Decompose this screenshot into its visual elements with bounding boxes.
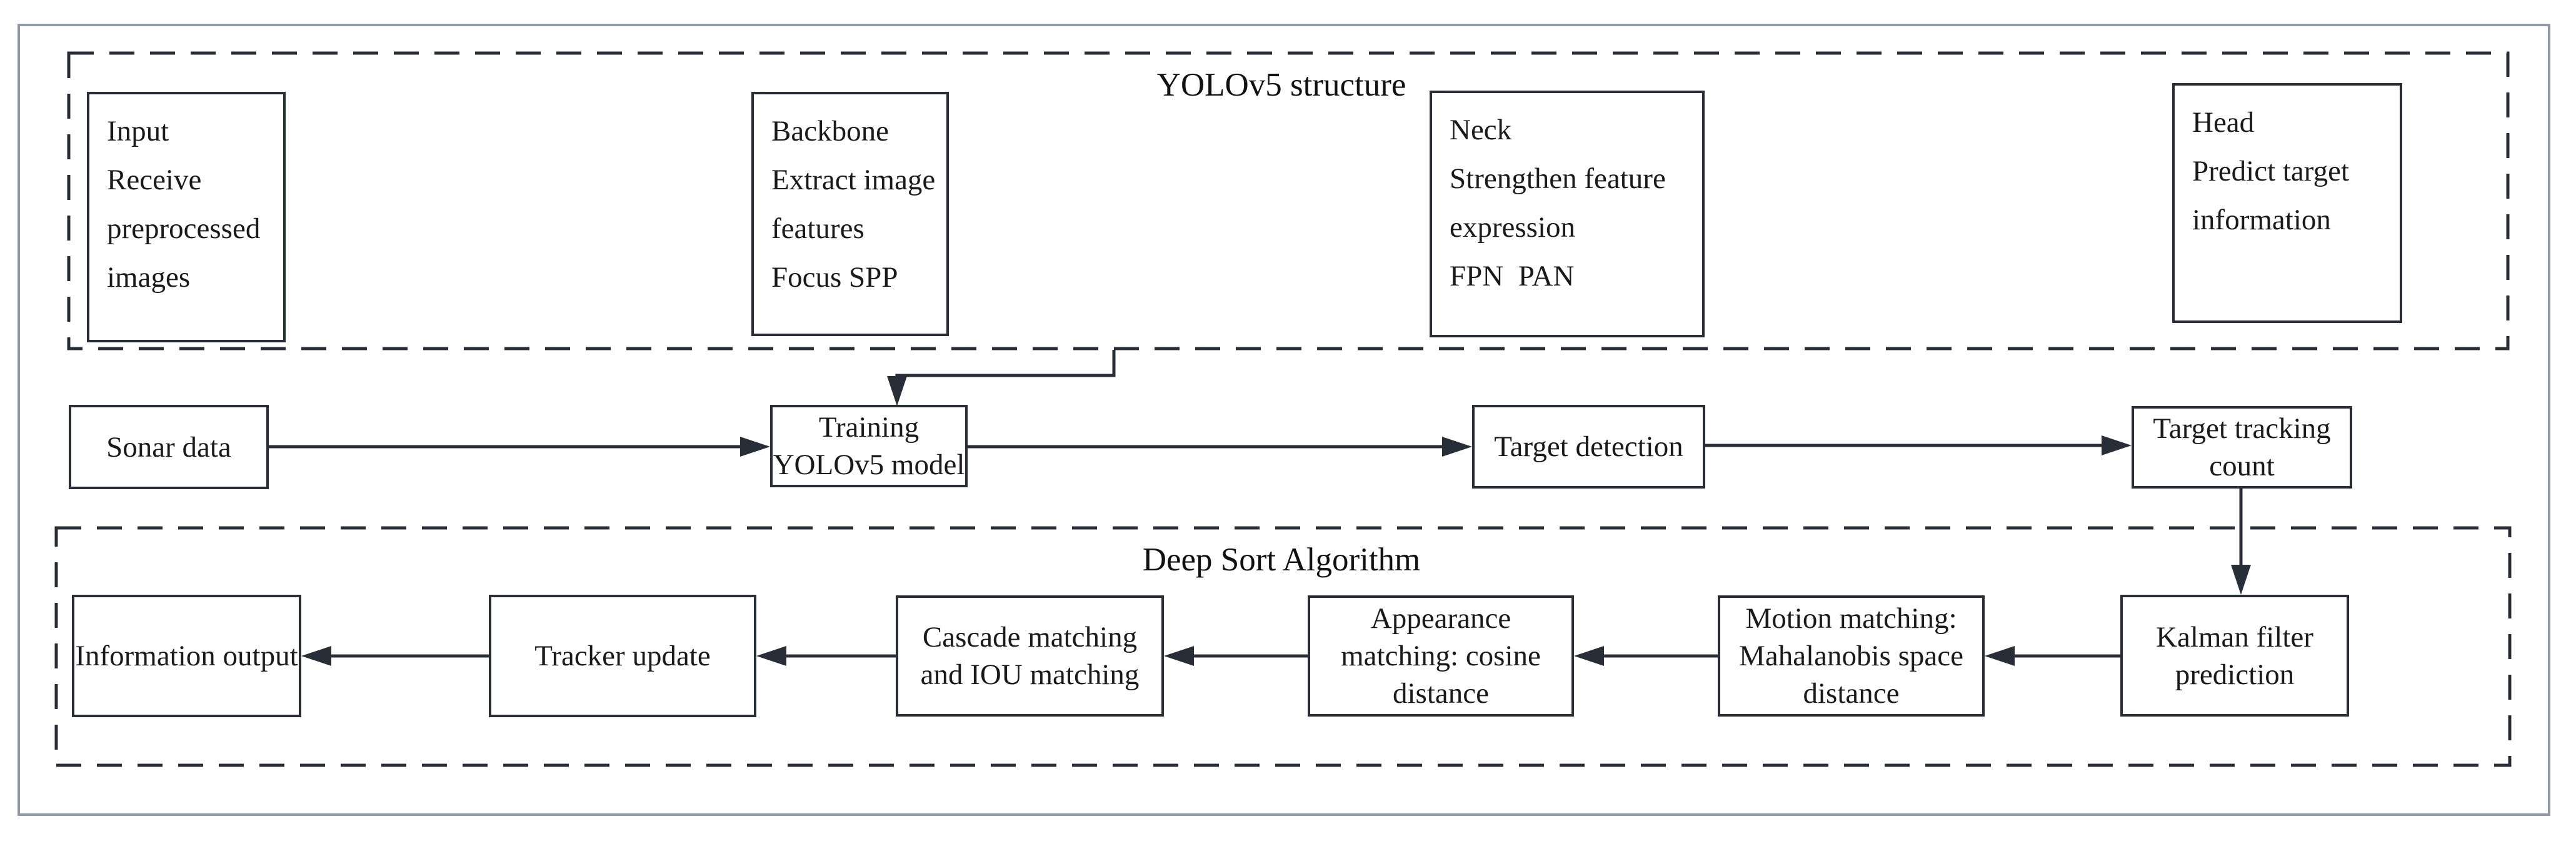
figure-outer-border: [18, 24, 2550, 816]
arrow-motion-to-appearance: [1574, 646, 1718, 666]
node-head: Head Predict target information: [2172, 83, 2402, 323]
deepsort-dashed-border: [54, 526, 2512, 767]
node-training-yolov5-model: Training YOLOv5 model: [770, 405, 968, 487]
arrow-appearance-to-cascade: [1164, 646, 1308, 666]
node-backbone: Backbone Extract image features Focus SP…: [751, 92, 949, 336]
arrow-kalman-to-motion: [1985, 646, 2120, 666]
arrow-structure-to-training: [887, 350, 1116, 406]
arrow-detection-to-tracking: [1705, 435, 2132, 455]
arrow-training-to-detection: [968, 437, 1472, 457]
node-input: Input Receive preprocessed images: [87, 92, 286, 342]
arrow-tracker-to-output: [301, 646, 489, 666]
arrow-tracking-to-kalman: [2231, 489, 2251, 595]
arrow-cascade-to-tracker: [756, 646, 896, 666]
node-tracker-update: Tracker update: [489, 595, 756, 717]
node-motion-matching: Motion matching: Mahalanobis space dista…: [1718, 595, 1985, 717]
node-cascade-iou-matching: Cascade matching and IOU matching: [896, 595, 1164, 717]
node-target-detection: Target detection: [1472, 405, 1705, 489]
node-sonar-data: Sonar data: [69, 405, 269, 489]
yolo-structure-title: YOLOv5 structure: [1156, 67, 1406, 103]
node-information-output: Information output: [72, 595, 301, 717]
arrow-sonar-to-training: [269, 437, 770, 457]
node-neck: Neck Strengthen feature expression FPN P…: [1430, 91, 1705, 337]
node-target-tracking-count: Target tracking count: [2132, 406, 2352, 489]
node-appearance-matching: Appearance matching: cosine distance: [1308, 595, 1574, 717]
node-kalman-filter-prediction: Kalman filter prediction: [2120, 595, 2349, 717]
yolo-structure-dashed-border: [67, 51, 2510, 350]
deepsort-title: Deep Sort Algorithm: [1142, 542, 1421, 578]
